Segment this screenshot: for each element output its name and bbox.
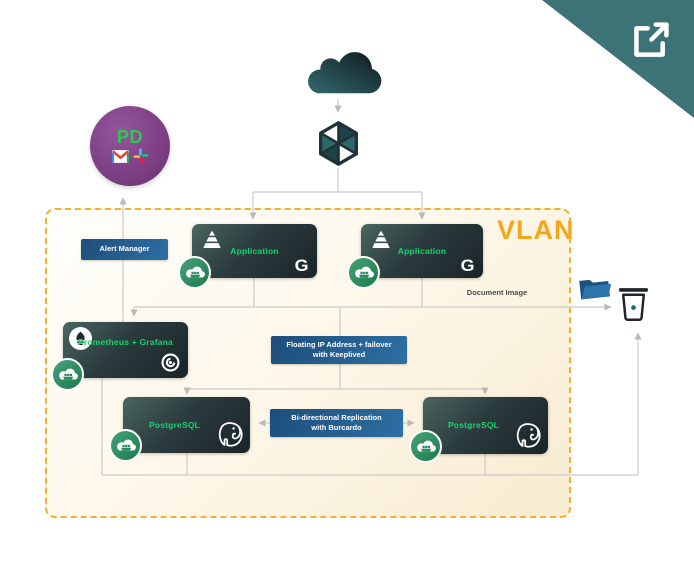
application-node-2: Application G [347, 224, 483, 289]
vlan-label: VLAN [497, 215, 575, 245]
postgresql-elephant-icon [516, 423, 541, 448]
hexagon-cluster-icon [318, 121, 359, 166]
document-image-label: Document Image [466, 288, 528, 297]
prometheus-grafana-label: Prometheus + Grafana [78, 337, 173, 347]
cloud-icon [308, 52, 382, 94]
notification-channels-badge: PD [90, 106, 170, 186]
replication-line1: Bi-directional Replication [291, 412, 382, 422]
trash-icon [619, 288, 648, 322]
g-logo-icon: G [460, 256, 475, 275]
alert-manager-box: Alert Manager [81, 239, 168, 260]
postgresql-elephant-icon [218, 422, 243, 447]
floating-ip-line2: with Keeplived [312, 350, 366, 359]
floating-ip-line1: Floating IP Address + failover [286, 339, 392, 349]
folder-icon [579, 279, 612, 300]
application-label: Application [397, 246, 447, 256]
pyramid-icon [372, 230, 390, 249]
container-ship-icon [178, 256, 211, 289]
external-link-icon[interactable] [628, 18, 673, 63]
postgresql-label: PostgreSQL [447, 420, 500, 430]
replication-box: Bi-directional Replication with Burcardo [270, 409, 403, 437]
corner-badge[interactable] [542, 0, 694, 118]
slack-icon [133, 148, 148, 164]
alert-manager-label: Alert Manager [99, 244, 150, 254]
container-ship-icon [109, 429, 142, 462]
replication-line2: with Burcardo [311, 423, 362, 432]
g-logo-icon: G [294, 256, 309, 275]
floating-ip-box: Floating IP Address + failover with Keep… [271, 336, 407, 364]
postgresql-node-1: PostgreSQL [109, 397, 250, 462]
gmail-icon [111, 149, 129, 163]
prometheus-grafana-node: Prometheus + Grafana [51, 322, 188, 391]
application-label: Application [230, 246, 279, 256]
pagerduty-logo: PD [116, 127, 143, 147]
grafana-icon [161, 353, 180, 372]
postgresql-node-2: PostgreSQL [409, 397, 548, 463]
container-ship-icon [347, 256, 380, 289]
pyramid-icon [203, 230, 221, 249]
container-ship-icon [51, 358, 84, 391]
application-node-1: Application G [178, 224, 317, 289]
postgresql-label: PostgreSQL [148, 420, 201, 430]
prometheus-icon [69, 327, 92, 350]
container-ship-icon [409, 430, 442, 463]
